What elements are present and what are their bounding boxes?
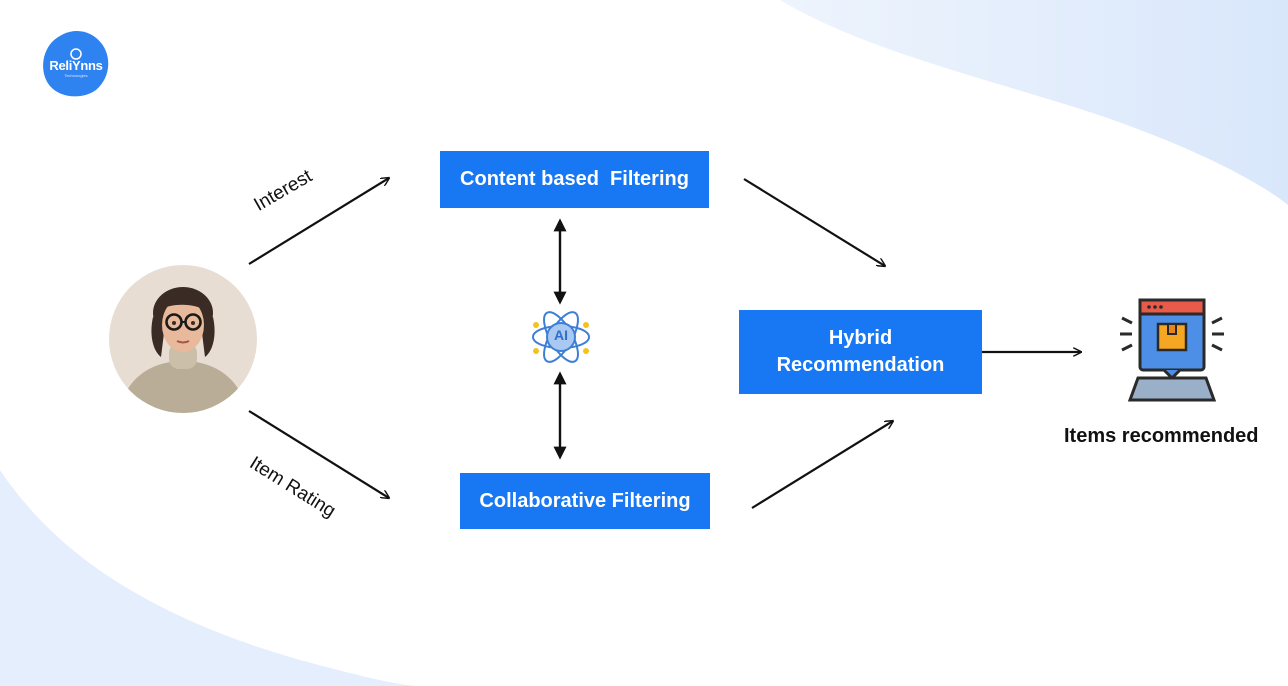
- arrow-user-to-collab: [248, 410, 389, 498]
- content-filtering-box: Content based Filtering: [440, 151, 709, 208]
- atom-orbits: [532, 311, 590, 363]
- computer-package-icon: [1118, 296, 1226, 404]
- arrow-collab-to-hybrid: [751, 421, 893, 509]
- logo-blob: [43, 31, 109, 97]
- items-recommended-label: Items recommended: [1064, 425, 1259, 447]
- ai-badge-text: AI: [554, 327, 568, 343]
- logo-name: ReliYnns: [49, 58, 103, 73]
- device-illustration: [1120, 298, 1224, 402]
- company-logo: ReliYnns Technologies: [42, 28, 110, 98]
- arrow-content-to-hybrid: [743, 178, 885, 266]
- logo-tagline: Technologies: [64, 73, 88, 78]
- collaborative-filtering-label: Collaborative Filtering: [479, 489, 691, 512]
- content-filtering-label: Content based Filtering: [460, 168, 689, 190]
- user-avatar: [109, 265, 257, 413]
- ai-atom-icon: AI: [531, 307, 591, 367]
- arrow-user-to-content: [248, 178, 389, 265]
- collaborative-filtering-box: Collaborative Filtering: [460, 473, 710, 529]
- hybrid-label-line1: Hybrid: [828, 327, 893, 349]
- user-portrait: [109, 265, 257, 413]
- hybrid-recommendation-box: Hybrid Recommendation: [739, 310, 982, 394]
- hybrid-label-line2: Recommendation: [776, 354, 945, 376]
